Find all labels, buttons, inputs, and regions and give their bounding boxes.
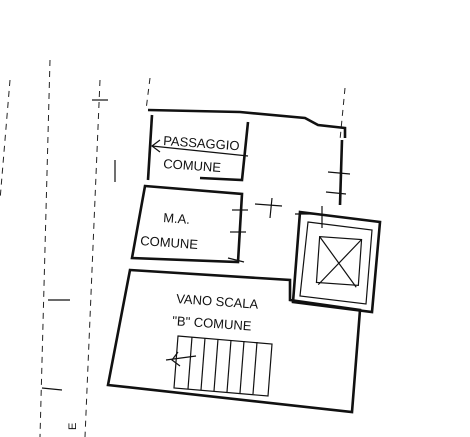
ma-label-line2: COMUNE	[140, 233, 199, 252]
ma-label-line1: M.A.	[163, 210, 191, 227]
passaggio-walls	[146, 108, 351, 206]
staircase	[165, 335, 273, 397]
passaggio-label-line2: COMUNE	[163, 156, 222, 175]
elevator-shaft	[291, 206, 382, 314]
vano-label-line1: VANO SCALA	[176, 291, 259, 312]
vano-label-line2: "B" COMUNE	[172, 313, 252, 334]
ma-room-walls	[130, 184, 283, 264]
stairwell-walls	[106, 268, 362, 414]
passaggio-label-line1: PASSAGGIO	[163, 133, 240, 153]
passage-arrow	[151, 139, 249, 157]
boundary-lines	[0, 59, 346, 437]
edge-label: E	[67, 423, 79, 430]
